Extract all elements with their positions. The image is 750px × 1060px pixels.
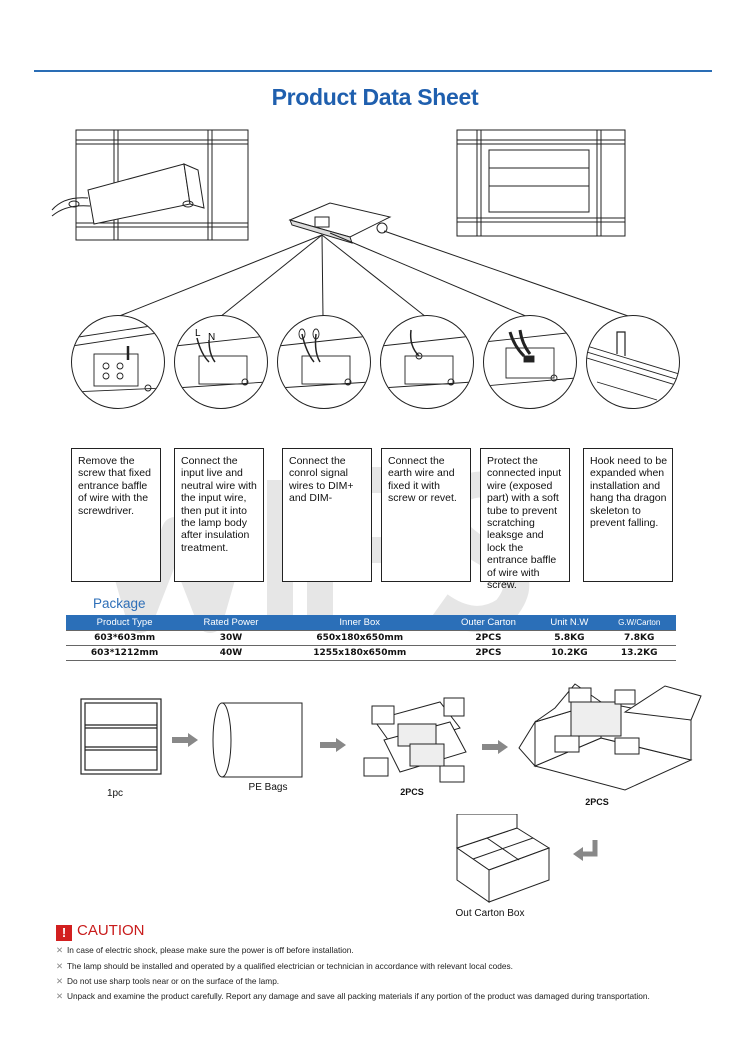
table-cell: 5.8KG [536, 630, 603, 646]
single-panel-illustration [80, 698, 162, 775]
package-title: Package [93, 596, 146, 611]
step-2-detail: L N [174, 315, 268, 409]
table-cell: 603*1212mm [66, 645, 184, 661]
flow-label-pe-bags: PE Bags [248, 782, 288, 793]
step-1-instruction: Remove the screw that fixed entrance baf… [71, 448, 161, 582]
step-5-detail [483, 315, 577, 409]
carton-closed-illustration [455, 814, 551, 903]
two-pcs-packed-illustration [363, 697, 467, 783]
table-cell: 40W [183, 645, 279, 661]
table-cell: 10.2KG [536, 645, 603, 661]
caution-title: CAUTION [77, 922, 145, 939]
col-gw-carton: G.W/Carton [602, 615, 676, 631]
arrow-right-icon [320, 738, 346, 752]
col-outer-carton: Outer Carton [440, 615, 537, 631]
table-cell: 30W [183, 630, 279, 646]
step-3-detail [277, 315, 371, 409]
step-5-instruction: Protect the connected input wire (expose… [480, 448, 570, 591]
col-rated-power: Rated Power [183, 615, 279, 631]
col-product-type: Product Type [66, 615, 184, 631]
col-unit-nw: Unit N.W [536, 615, 603, 631]
table-cell: 13.2KG [602, 645, 676, 661]
live-label: L [195, 328, 201, 339]
bullet-icon: ✕ [56, 945, 63, 955]
step-6-instruction: Hook need to be expanded when installati… [583, 448, 673, 582]
step-1-detail [71, 315, 165, 409]
table-cell: 2PCS [440, 630, 537, 646]
bullet-icon: ✕ [56, 976, 63, 986]
flow-label-1pc: 1pc [106, 788, 124, 799]
flow-label-out-carton: Out Carton Box [455, 908, 525, 919]
pe-bag-illustration [212, 702, 303, 778]
bullet-icon: ✕ [56, 961, 63, 971]
install-illustration-left [51, 129, 249, 241]
caution-item: ✕The lamp should be installed and operat… [56, 961, 513, 971]
install-illustration-right [456, 129, 626, 237]
caution-heading: ! CAUTION [56, 922, 145, 941]
page-title: Product Data Sheet [271, 84, 479, 110]
caution-item: ✕Unpack and examine the product carefull… [56, 991, 650, 1001]
table-cell: 2PCS [440, 645, 537, 661]
package-table: Product Type Rated Power Inner Box Outer… [66, 615, 676, 661]
caution-item: ✕In case of electric shock, please make … [56, 945, 354, 955]
bullet-icon: ✕ [56, 991, 63, 1001]
top-rule [34, 70, 712, 72]
table-cell: 7.8KG [602, 630, 676, 646]
table-row: 603*603mm 30W 650x180x650mm 2PCS 5.8KG 7… [66, 630, 676, 646]
col-inner-box: Inner Box [278, 615, 441, 631]
table-row: 603*1212mm 40W 1255x180x650mm 2PCS 10.2K… [66, 645, 676, 661]
table-cell: 603*603mm [66, 630, 184, 646]
flow-label-2pcs: 2PCS [400, 787, 424, 797]
step-2-instruction: Connect the input live and neutral wire … [174, 448, 264, 582]
carton-open-illustration [518, 683, 702, 791]
table-cell: 1255x180x650mm [278, 645, 441, 661]
caution-item: ✕Do not use sharp tools near or on the s… [56, 976, 280, 986]
arrow-right-icon [482, 740, 508, 754]
step-4-detail [380, 315, 474, 409]
table-cell: 650x180x650mm [278, 630, 441, 646]
flow-label-2pcs-carton: 2PCS [585, 797, 609, 807]
connection-lines [116, 202, 632, 318]
step-4-instruction: Connect the earth wire and fixed it with… [381, 448, 471, 582]
warning-icon: ! [56, 925, 72, 941]
arrow-right-icon [172, 733, 198, 747]
step-3-instruction: Connect the conrol signal wires to DIM+ … [282, 448, 372, 582]
step-6-detail [586, 315, 680, 409]
arrow-return-icon [573, 840, 598, 861]
neutral-label: N [208, 332, 215, 343]
